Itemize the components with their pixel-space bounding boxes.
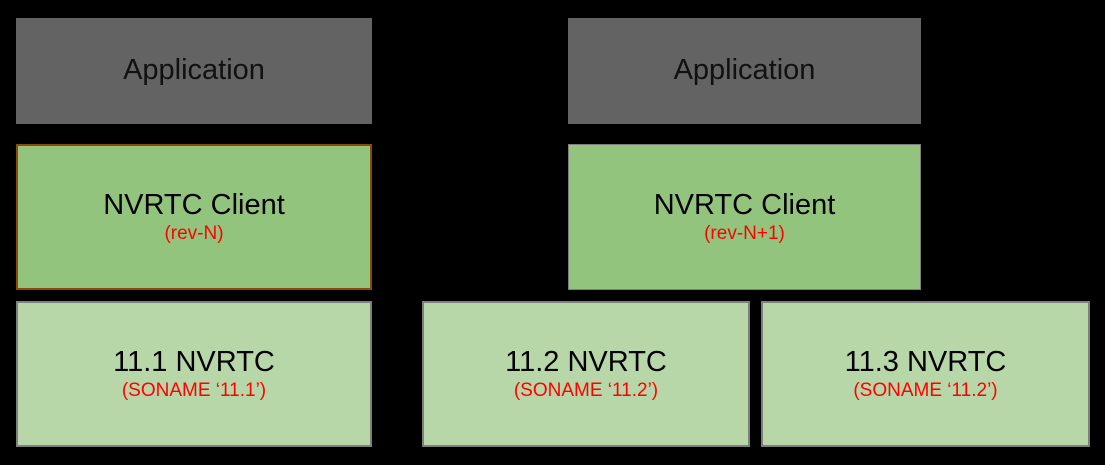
right-nvrtc-client-title: NVRTC Client: [653, 188, 836, 221]
right-nvrtc-client-revision: (rev-N+1): [704, 222, 785, 244]
left-nvrtc-client-box: NVRTC Client (rev-N): [16, 144, 372, 290]
left-nvrtc-client-title: NVRTC Client: [103, 188, 285, 221]
right-library-title-11-3: 11.3 NVRTC: [844, 345, 1007, 378]
right-library-title-11-2: 11.2 NVRTC: [505, 345, 667, 378]
left-application-box: Application: [16, 18, 372, 124]
right-library-box-11-2: 11.2 NVRTC (SONAME ‘11.2’): [422, 301, 750, 447]
left-nvrtc-client-revision: (rev-N): [164, 222, 224, 244]
left-library-soname-11-1: (SONAME ‘11.1’): [121, 379, 267, 401]
left-library-title-11-1: 11.1 NVRTC: [113, 345, 275, 378]
right-library-box-11-3: 11.3 NVRTC (SONAME ‘11.2’): [761, 301, 1090, 447]
right-nvrtc-client-box: NVRTC Client (rev-N+1): [568, 144, 921, 290]
right-library-soname-11-2: (SONAME ‘11.2’): [513, 379, 659, 401]
right-application-box: Application: [568, 18, 921, 124]
left-application-title: Application: [123, 54, 265, 87]
right-application-title: Application: [673, 54, 816, 87]
right-library-soname-11-3: (SONAME ‘11.2’): [853, 379, 998, 401]
left-library-box-11-1: 11.1 NVRTC (SONAME ‘11.1’): [16, 301, 372, 447]
